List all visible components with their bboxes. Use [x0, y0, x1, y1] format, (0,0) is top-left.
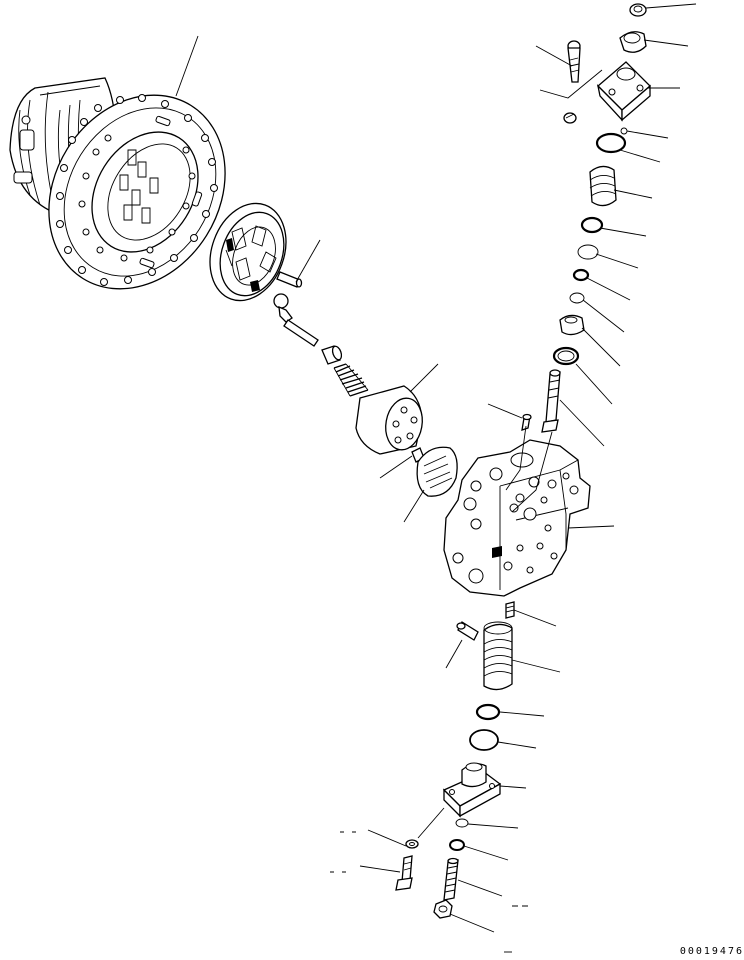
o-ring-upper — [597, 128, 627, 152]
plug-lower-small — [506, 602, 514, 618]
cylinder-block — [356, 386, 426, 454]
bolt-upper — [568, 41, 580, 82]
swash-plate — [197, 193, 299, 312]
stud-bolt — [444, 859, 458, 901]
spool-rod — [542, 370, 560, 432]
spring-seat — [322, 345, 343, 364]
nut-small — [630, 4, 646, 16]
o-ring-lower — [470, 730, 498, 750]
seal-ring-lower — [477, 705, 499, 719]
spring — [334, 364, 368, 396]
o-ring-b — [570, 293, 584, 303]
lock-nut — [620, 32, 646, 53]
spool-spring-lower — [484, 622, 512, 690]
backup-ring — [554, 348, 578, 364]
seal-ring-a — [582, 218, 602, 232]
flange-cover — [444, 763, 500, 816]
pin — [277, 272, 302, 287]
nut-lower — [434, 900, 452, 918]
drawing-id: 00019476 — [679, 946, 744, 957]
leader-lines — [176, 4, 696, 952]
spool-pin — [457, 622, 478, 640]
o-ring-small-lower — [450, 819, 468, 850]
plug-upper — [564, 113, 576, 123]
small-screw — [522, 415, 531, 431]
thrust-plate — [417, 447, 457, 496]
washer — [406, 840, 418, 848]
motor-case — [10, 62, 261, 322]
ball-joint-shaft — [274, 294, 318, 346]
plug-cap — [560, 315, 584, 334]
seal-ring-b — [574, 270, 588, 280]
spring-upper — [590, 166, 616, 205]
valve-body — [444, 440, 590, 596]
cover-block — [598, 62, 650, 120]
o-ring-a — [578, 245, 598, 259]
bolt-left — [396, 856, 412, 890]
